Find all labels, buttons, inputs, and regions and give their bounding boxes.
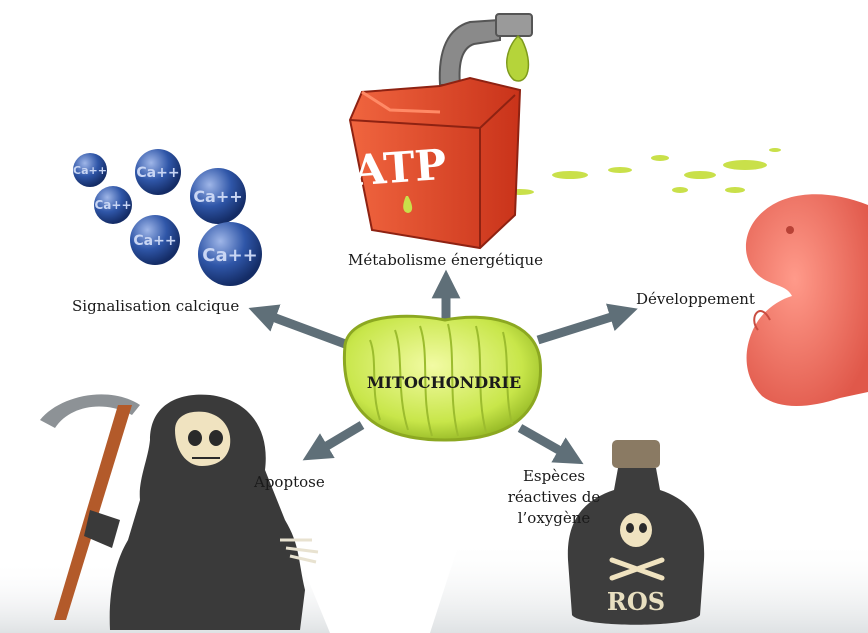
label-development: Développement: [636, 290, 755, 308]
splash-dots: [506, 148, 781, 195]
arrow-development: [536, 303, 638, 345]
label-ros: Espèces réactives de l’oxygène: [506, 466, 602, 529]
poison-bottle-text: ROS: [607, 587, 665, 616]
arrow-calcium: [248, 304, 350, 350]
label-calcium: Signalisation calcique: [72, 297, 240, 315]
atp-can-text: ATP: [351, 140, 448, 195]
label-metabolism: Métabolisme énergétique: [348, 251, 544, 269]
center-label: MITOCHONDRIE: [367, 373, 521, 392]
atp-can-icon: ATP: [348, 13, 533, 250]
arrow-ros: [517, 424, 584, 465]
mitochondrion-icon: MITOCHONDRIE: [342, 314, 542, 442]
label-ros-line-1: Espèces: [522, 467, 586, 485]
ca-ion-label: Ca++: [202, 245, 258, 266]
ca-ion-label: Ca++: [73, 164, 107, 177]
ca-ion-label: Ca++: [193, 187, 242, 206]
label-apoptosis: Apoptose: [254, 473, 325, 491]
label-ros-line-3: l’oxygène: [517, 509, 591, 527]
arrow-apoptosis: [302, 421, 365, 461]
ca-ion-label: Ca++: [136, 165, 179, 181]
poison-bottle-icon: ROS: [567, 440, 705, 625]
embryo-icon: [745, 194, 868, 406]
label-ros-line-2: réactives de: [507, 488, 601, 506]
ca-ion-label: Ca++: [133, 233, 176, 249]
ca-ion-label: Ca++: [94, 198, 131, 212]
arrows: [248, 269, 638, 465]
calcium-ions-icon: Ca++ Ca++ Ca++ Ca++ Ca++ Ca++: [73, 149, 262, 286]
grim-reaper-icon: [40, 394, 319, 630]
